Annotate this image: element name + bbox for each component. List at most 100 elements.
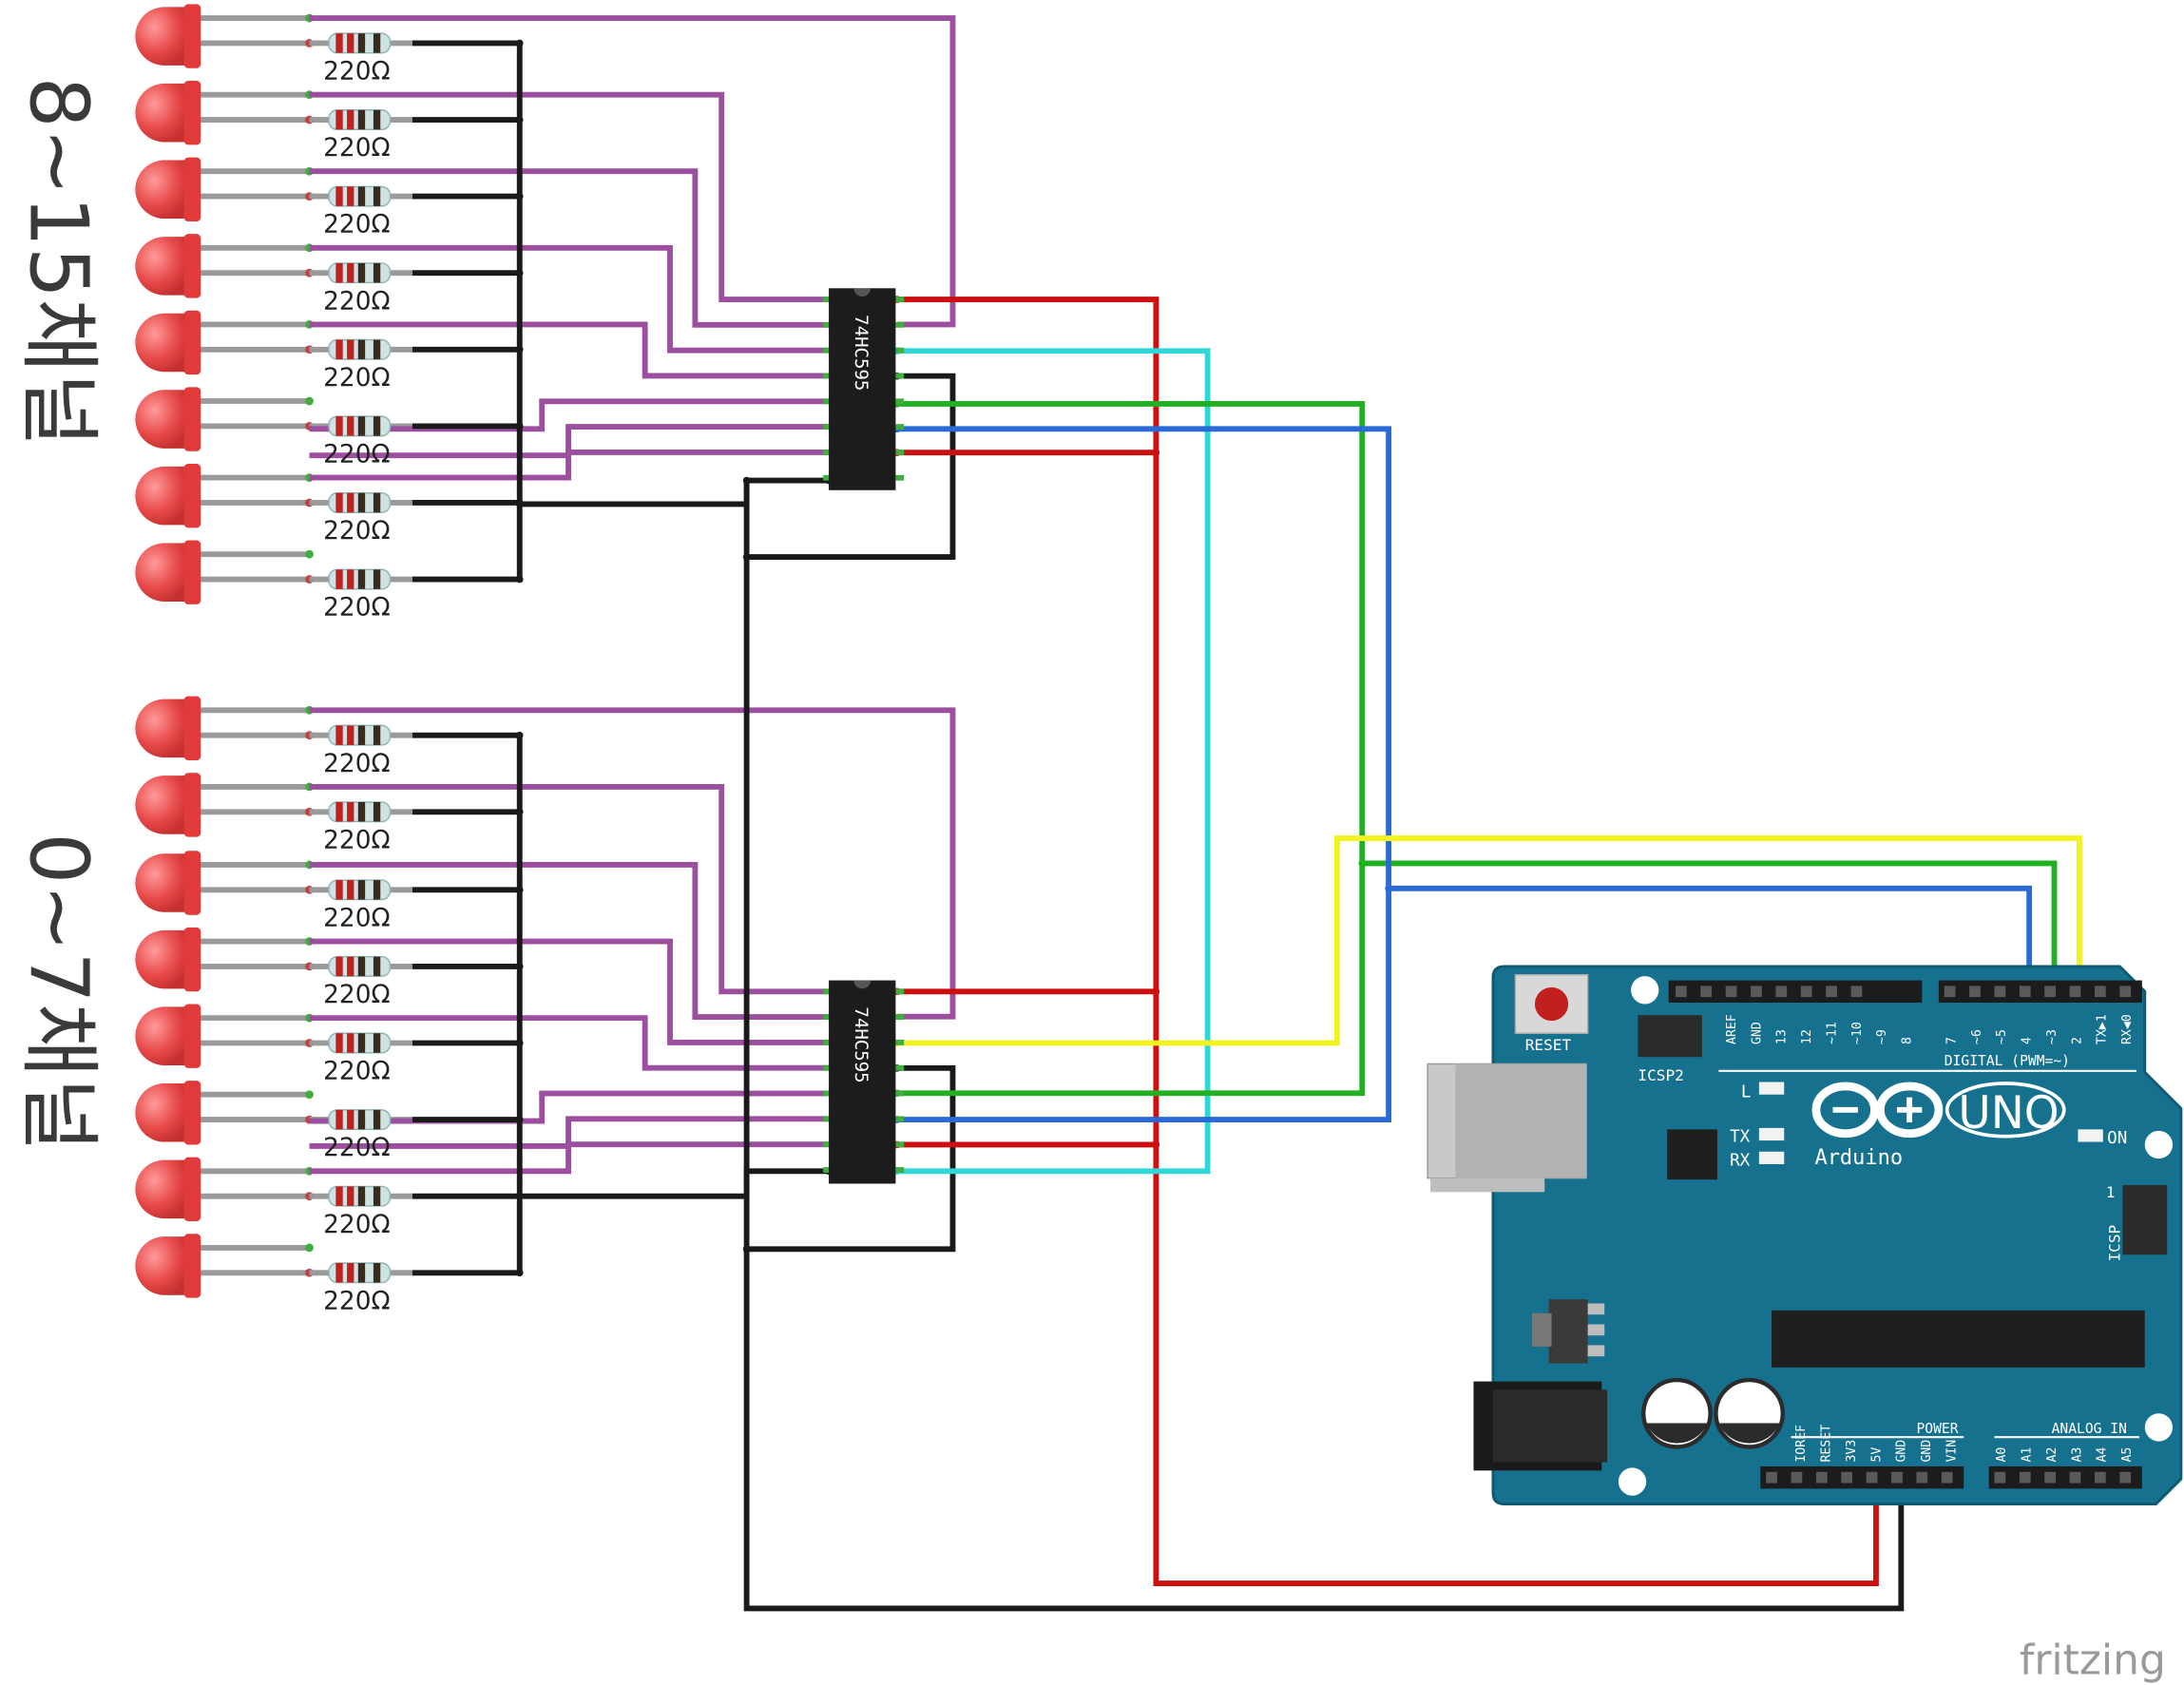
resistor-band bbox=[373, 33, 381, 53]
black-wire-upper-gnd-end bbox=[515, 500, 524, 508]
analog-header bbox=[1988, 1465, 2142, 1489]
resistor-band bbox=[347, 956, 354, 977]
header-hole bbox=[1800, 986, 1812, 998]
chip-pin-right bbox=[895, 424, 905, 431]
resistor-band bbox=[357, 802, 366, 822]
chip-pin-left bbox=[823, 1090, 832, 1097]
led-rim bbox=[183, 80, 201, 145]
led-body bbox=[135, 1082, 190, 1142]
header-hole bbox=[1850, 986, 1863, 998]
resistor-band bbox=[373, 186, 381, 206]
chip-pin-left bbox=[823, 1116, 832, 1122]
red-wire-lower-mr-end bbox=[1152, 1140, 1160, 1149]
chip-pin-right bbox=[895, 1039, 905, 1045]
resistor-band bbox=[373, 725, 381, 745]
header-hole bbox=[1841, 1471, 1853, 1484]
yellow-wire-data bbox=[896, 835, 2082, 1046]
chip-pin-left bbox=[823, 1014, 832, 1021]
analog-label: ANALOG IN bbox=[2052, 1421, 2127, 1437]
purple-wire-q4 bbox=[309, 321, 830, 379]
digital-header-right bbox=[1938, 980, 2142, 1004]
resistor-band bbox=[373, 956, 381, 977]
resistor-band bbox=[373, 1109, 381, 1130]
resistor-value-label: 220Ω bbox=[323, 517, 390, 546]
resistor-value-label: 220Ω bbox=[323, 1287, 390, 1315]
pin-label: AREF bbox=[1725, 1014, 1739, 1044]
purple-wire-q3 bbox=[309, 244, 830, 354]
resistor-band bbox=[335, 880, 343, 900]
blue-wire-clock bbox=[896, 426, 2033, 992]
purple-wire-q1 bbox=[309, 783, 830, 995]
pin-label: GND bbox=[1750, 1022, 1764, 1044]
black-wire-lower-gnd bbox=[519, 1168, 830, 1199]
led-rim bbox=[183, 851, 201, 915]
purple-wire-q2 bbox=[309, 862, 830, 1021]
resistor-band bbox=[335, 1186, 343, 1206]
pin-label: VIN bbox=[1945, 1440, 1959, 1463]
resistor-value-label: 220Ω bbox=[323, 1134, 390, 1162]
resistor-band bbox=[373, 416, 381, 436]
chip-pin-left bbox=[823, 398, 832, 405]
pin-label: 4 bbox=[2021, 1037, 2035, 1044]
resistor-band bbox=[357, 1263, 366, 1283]
header-hole bbox=[1916, 1471, 1928, 1484]
header-hole bbox=[2069, 1471, 2081, 1484]
resistor-value-label: 220Ω bbox=[323, 1211, 390, 1239]
resistor-band bbox=[335, 262, 343, 283]
pin-label: 2 bbox=[2070, 1037, 2084, 1044]
lead-end bbox=[305, 396, 314, 406]
resistor-band bbox=[335, 1033, 343, 1053]
brand-label: Arduino bbox=[1814, 1146, 1903, 1170]
chip-pin-right bbox=[895, 1014, 905, 1021]
chip-pin-right bbox=[895, 297, 905, 302]
led-body bbox=[135, 1159, 190, 1219]
black-wire-upper-oe-end bbox=[742, 553, 751, 561]
resistor-band bbox=[347, 1186, 354, 1206]
header-hole bbox=[1675, 986, 1687, 998]
pin-label: 12 bbox=[1800, 1029, 1814, 1044]
header-hole bbox=[2019, 1471, 2031, 1484]
red-wire-vcc-trunk bbox=[896, 297, 1879, 1586]
on-label: ON bbox=[2107, 1129, 2127, 1148]
icsp2-label: ICSP2 bbox=[1638, 1066, 1683, 1084]
black-wire-lower-oe-end bbox=[742, 1245, 751, 1254]
led-body bbox=[135, 1236, 190, 1295]
header-hole bbox=[2069, 986, 2081, 998]
header-hole bbox=[1944, 986, 1956, 998]
purple-wire-q6 bbox=[309, 1116, 830, 1149]
header-hole bbox=[1766, 1471, 1777, 1484]
chip-pin-right bbox=[895, 347, 905, 354]
resistor-value-label: 220Ω bbox=[323, 594, 390, 622]
power-header bbox=[1760, 1465, 1964, 1489]
led-rim bbox=[183, 540, 201, 604]
led-body bbox=[135, 853, 190, 912]
led-rim bbox=[183, 927, 201, 992]
led-rim bbox=[183, 1004, 201, 1068]
resistor-band bbox=[335, 802, 343, 822]
resistor-band bbox=[373, 802, 381, 822]
resistor-band bbox=[347, 186, 354, 206]
pin-label: A3 bbox=[2070, 1447, 2084, 1463]
pin-label: ~9 bbox=[1875, 1029, 1889, 1044]
header-hole bbox=[1994, 986, 2006, 998]
led-rx-label: RX bbox=[1730, 1151, 1751, 1170]
icsp-one-label: 1 bbox=[2106, 1183, 2116, 1201]
chip-pin-right bbox=[895, 1116, 905, 1122]
led-body bbox=[135, 83, 190, 143]
purple-wire-q2 bbox=[309, 168, 830, 328]
green-wire-latch-lower-end bbox=[1358, 859, 1367, 868]
header-hole bbox=[1700, 986, 1713, 998]
chip-pin-right bbox=[895, 398, 905, 405]
purple-wire-q0 bbox=[309, 15, 956, 328]
led-tx-label: TX bbox=[1730, 1128, 1751, 1147]
black-wire-gnd-trunk-end bbox=[742, 476, 751, 485]
resistor-band bbox=[335, 492, 343, 513]
resistor-band bbox=[357, 1109, 366, 1130]
header-hole bbox=[1866, 1471, 1878, 1484]
black-wire-upper-oe bbox=[746, 373, 956, 561]
resistor-band bbox=[335, 339, 343, 360]
resistor-band bbox=[373, 492, 381, 513]
pin-label: GND bbox=[1920, 1440, 1934, 1463]
